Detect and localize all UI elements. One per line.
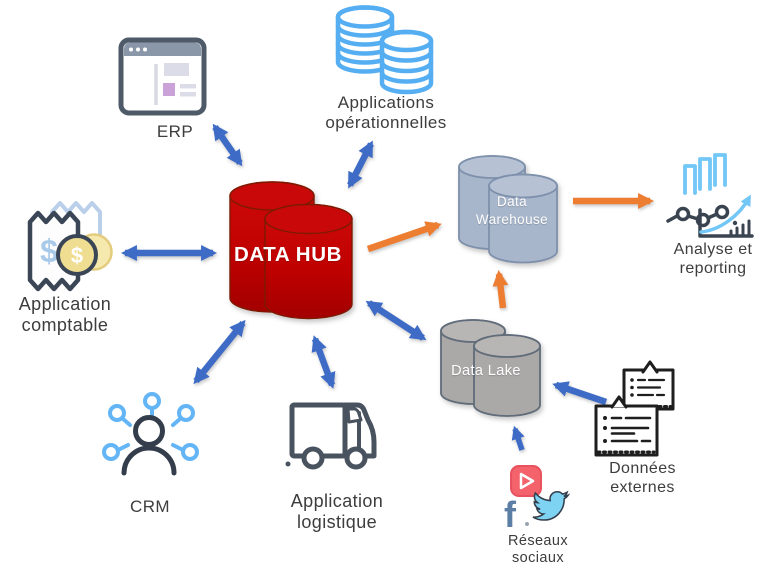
operational-apps-database-icon xyxy=(335,5,434,95)
edges-layer xyxy=(121,123,654,451)
label-application-logistique: Application logistique xyxy=(290,491,384,533)
growth-arrow-icon xyxy=(699,194,751,234)
arrow-logistique-datahub xyxy=(311,335,336,389)
data-hub-icon xyxy=(229,181,353,320)
label-analyse-reporting: Analyse et reporting xyxy=(673,241,753,277)
facebook-icon: f xyxy=(504,494,517,535)
crm-network-person-icon xyxy=(102,392,199,476)
label-donnees-externes: Données externes xyxy=(609,460,676,496)
label-application-comptable: Application comptable xyxy=(18,294,112,336)
accounting-invoice-icon: $ $ xyxy=(27,201,113,292)
dotted-line-chart-icon xyxy=(666,204,738,228)
data-lake-icon xyxy=(440,319,541,417)
blue-bars-icon xyxy=(683,153,727,195)
social-networks-icons: f xyxy=(504,465,571,535)
arrow-crm-datahub xyxy=(193,319,246,385)
label-data-hub: DATA HUB xyxy=(233,243,343,266)
youtube-play-icon xyxy=(519,472,535,490)
growth-chart-icon xyxy=(698,208,754,238)
data-warehouse-icon xyxy=(458,155,558,264)
logistics-truck-icon xyxy=(285,402,377,470)
coin-dollar-glyph: $ xyxy=(71,243,83,268)
label-data-warehouse: Data Warehouse xyxy=(475,194,549,228)
analytics-report-icon xyxy=(666,153,754,238)
invoice-dollar-glyph: $ xyxy=(40,233,58,269)
arrow-apps-operationnelles-datahub xyxy=(347,140,374,189)
arrow-sociaux-datalake xyxy=(511,425,525,451)
label-reseaux-sociaux: Réseaux sociaux xyxy=(507,533,569,567)
arrow-externes-datalake xyxy=(552,381,608,406)
arrow-datahub-warehouse xyxy=(366,221,442,253)
external-data-documents-icon xyxy=(594,360,675,457)
label-data-lake: Data Lake xyxy=(451,363,521,379)
label-erp: ERP xyxy=(156,122,194,141)
erp-browser-icon xyxy=(118,37,207,116)
arrow-datalake-warehouse xyxy=(492,270,509,309)
youtube-icon xyxy=(510,465,542,497)
twitter-icon xyxy=(532,490,571,521)
label-applications-operationnelles: Applications opérationnelles xyxy=(325,93,447,133)
arrow-datalake-datahub xyxy=(365,300,427,341)
label-crm: CRM xyxy=(130,497,170,516)
arrow-erp-datahub xyxy=(212,123,243,167)
facebook-dot xyxy=(525,522,529,526)
